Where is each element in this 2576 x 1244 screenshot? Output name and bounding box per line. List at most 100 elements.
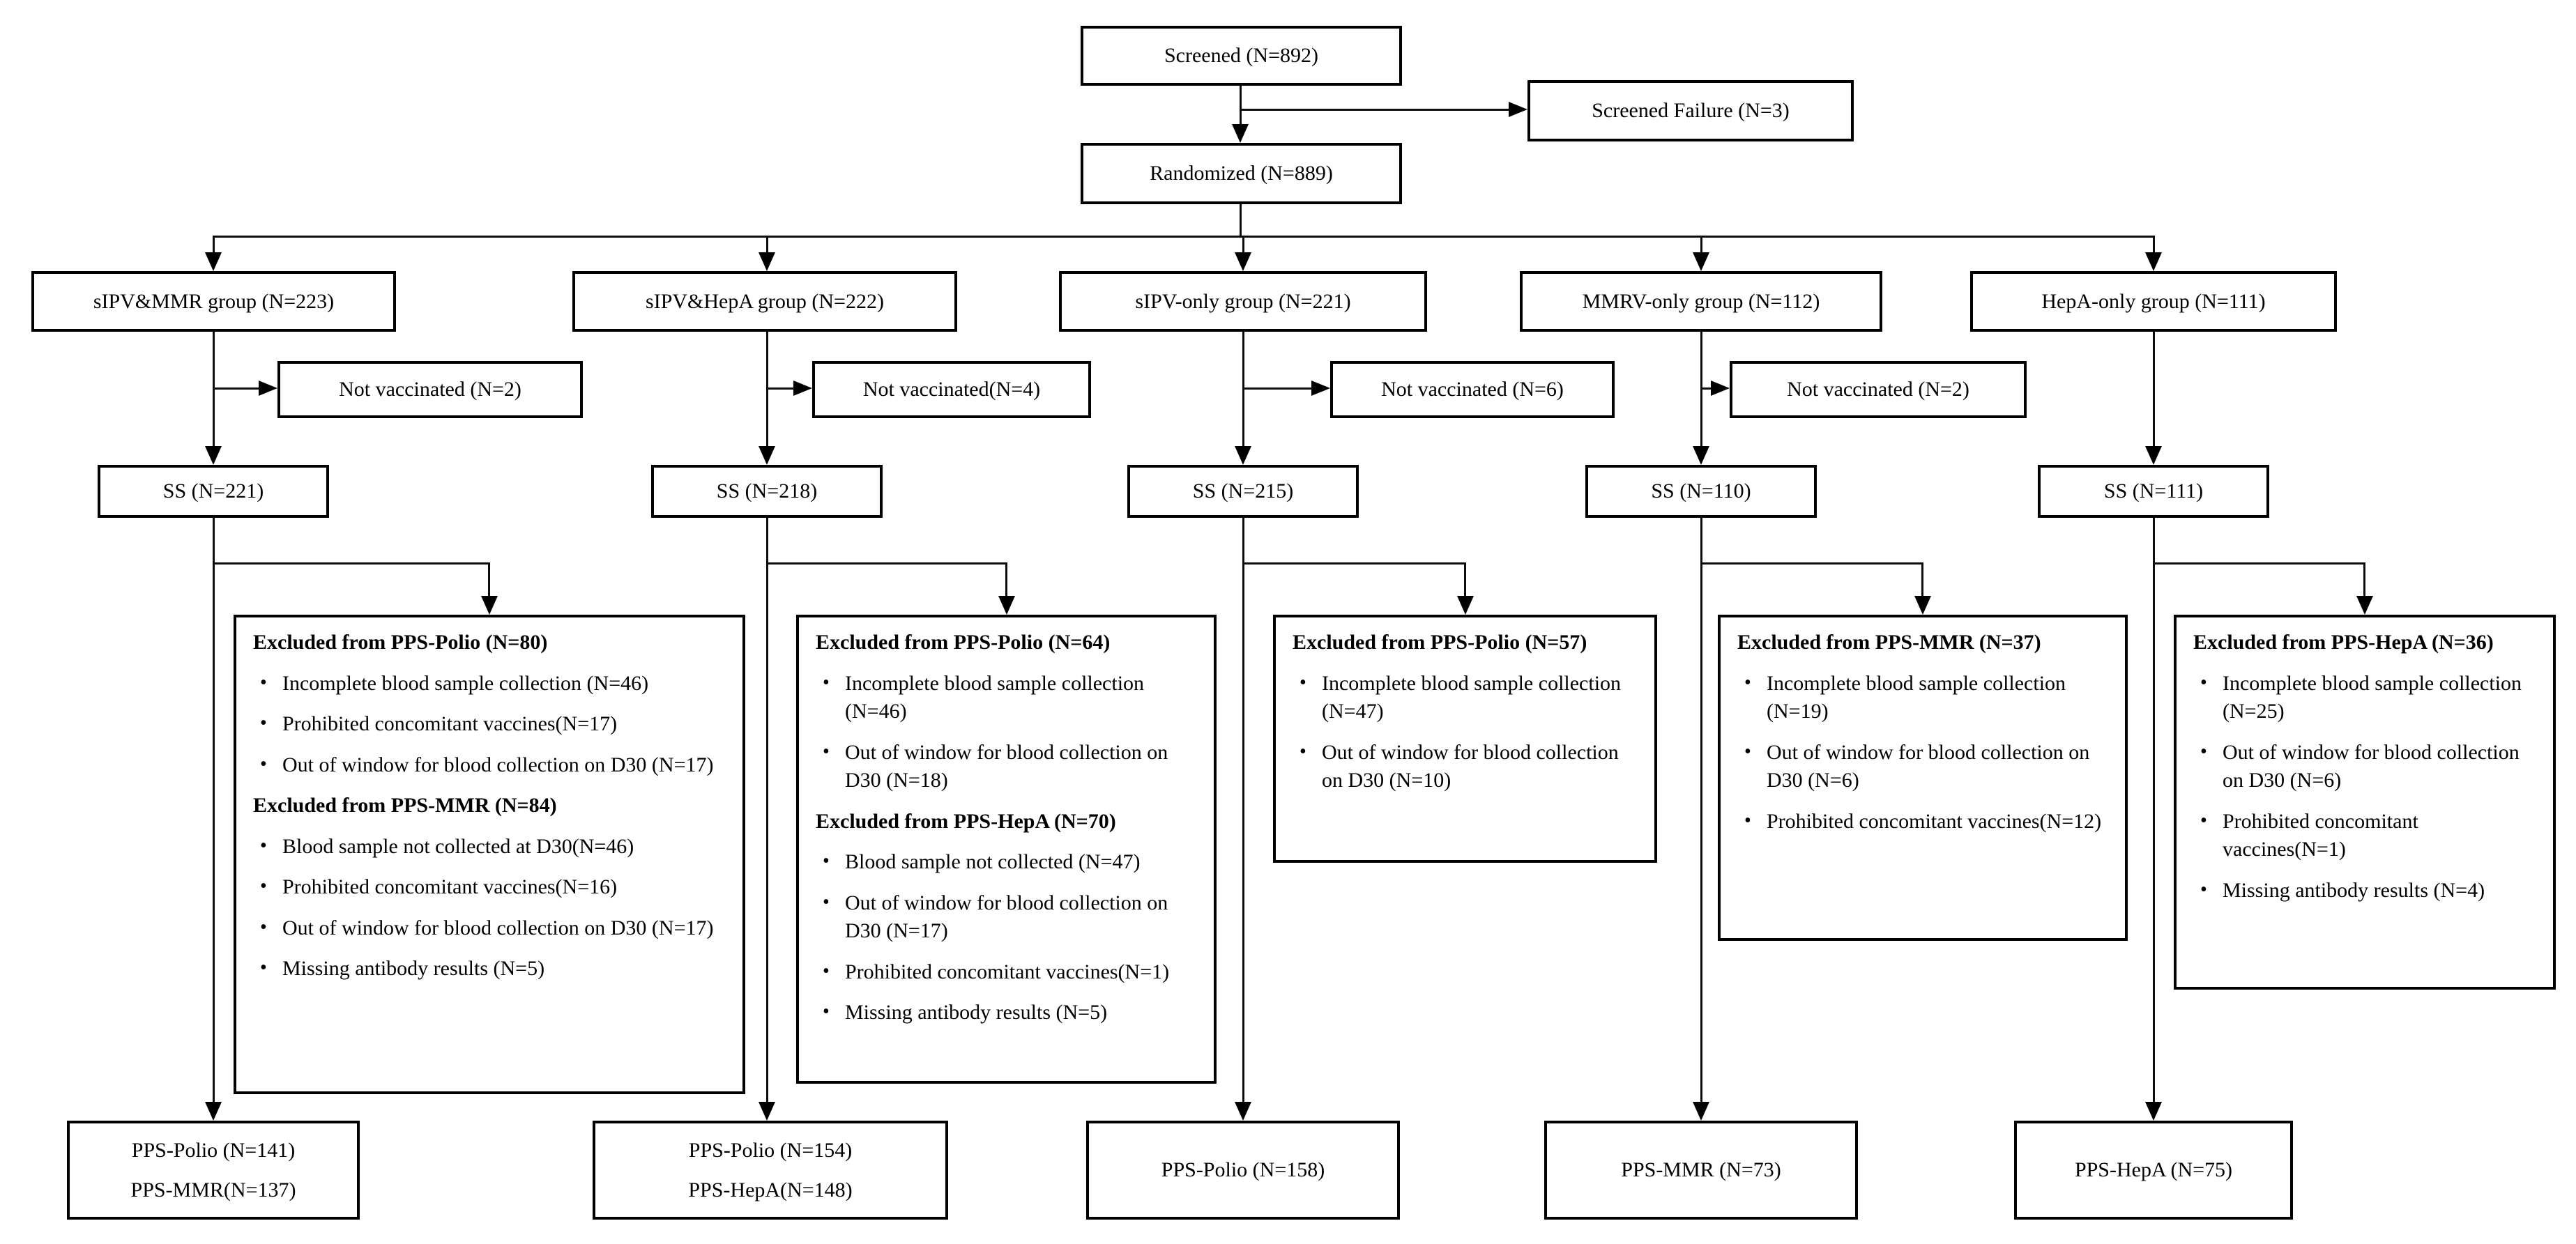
not-vaccinated-label: Not vaccinated (N=6): [1381, 378, 1564, 401]
excluded-heading: Excluded from PPS-Polio (N=80): [253, 631, 548, 654]
connector-group-ss-2: [766, 332, 768, 448]
excluded-list: Blood sample not collected (N=47) Out of…: [816, 848, 1200, 1027]
connector-excl-2v: [1005, 562, 1007, 598]
ss-box-4: SS (N=110): [1585, 465, 1817, 518]
connector-excl-4: [1701, 562, 1923, 565]
distributor-line: [213, 236, 2155, 238]
ss-label: SS (N=215): [1192, 479, 1294, 503]
excluded-heading: Excluded from PPS-HepA (N=70): [816, 809, 1116, 833]
group-box-hepa-only: HepA-only group (N=111): [1970, 271, 2337, 332]
excluded-item: Prohibited concomitant vaccines(N=1): [816, 958, 1200, 987]
excluded-box-2: Excluded from PPS-Polio (N=64) Incomplet…: [796, 615, 1217, 1084]
group-label: MMRV-only group (N=112): [1582, 289, 1820, 313]
arrowhead-down-icon: [2356, 596, 2373, 615]
connector-to-group-1: [213, 236, 215, 254]
arrowhead-down-icon: [1235, 446, 1251, 465]
excluded-item: Out of window for blood collection on D3…: [1737, 739, 2111, 795]
excluded-item: Out of window for blood collection on D3…: [253, 751, 729, 780]
connector-notvacc-2: [767, 387, 793, 390]
excluded-item: Missing antibody results (N=5): [816, 999, 1200, 1027]
connector-excl-4v: [1921, 562, 1923, 598]
group-box-sipv-hepa: sIPV&HepA group (N=222): [572, 271, 957, 332]
connector-screened-failure: [1240, 109, 1510, 111]
excluded-item: Incomplete blood sample collection (N=25…: [2193, 670, 2539, 726]
excluded-item: Out of window for blood collection on D3…: [816, 739, 1200, 795]
group-label: HepA-only group (N=111): [2041, 289, 2266, 313]
randomized-box: Randomized (N=889): [1081, 143, 1402, 204]
excluded-item: Out of window for blood collection on D3…: [2193, 739, 2539, 795]
arrowhead-down-icon: [1693, 252, 1709, 271]
connector-ss-final-2: [766, 518, 768, 1103]
final-box-5: PPS-HepA (N=75): [2014, 1121, 2293, 1220]
connector-ss-final-4: [1700, 518, 1702, 1103]
excluded-item: Out of window for blood collection on D3…: [253, 914, 729, 943]
excluded-item: Incomplete blood sample collection (N=46…: [253, 670, 729, 698]
final-label: PPS-HepA(N=148): [688, 1178, 853, 1201]
connector-notvacc-1: [213, 387, 259, 390]
group-box-mmrv-only: MMRV-only group (N=112): [1520, 271, 1882, 332]
excluded-item: Prohibited concomitant vaccines(N=17): [253, 710, 729, 739]
excluded-item: Prohibited concomitant vaccines(N=12): [1737, 808, 2111, 836]
connector-to-group-5: [2153, 236, 2155, 254]
connector-to-group-3: [1242, 236, 1244, 254]
connector-notvacc-3: [1243, 387, 1311, 390]
excluded-heading: Excluded from PPS-Polio (N=64): [816, 631, 1111, 654]
group-label: sIPV&HepA group (N=222): [646, 289, 884, 313]
arrowhead-right-icon: [1509, 102, 1527, 117]
excluded-list: Incomplete blood sample collection (N=47…: [1293, 670, 1640, 795]
not-vaccinated-label: Not vaccinated(N=4): [862, 378, 1041, 401]
excluded-list: Blood sample not collected at D30(N=46) …: [253, 833, 729, 983]
connector-notvacc-4: [1701, 387, 1711, 390]
connector-group-ss-5: [2153, 332, 2155, 448]
arrowhead-down-icon: [481, 596, 498, 615]
arrowhead-down-icon: [1232, 124, 1249, 143]
not-vaccinated-label: Not vaccinated (N=2): [1787, 378, 1969, 401]
excluded-list: Incomplete blood sample collection (N=25…: [2193, 670, 2539, 905]
connector-group-ss-3: [1242, 332, 1244, 448]
excluded-list: Incomplete blood sample collection (N=46…: [816, 670, 1200, 795]
final-box-3: PPS-Polio (N=158): [1086, 1121, 1400, 1220]
final-label: PPS-Polio (N=141): [131, 1138, 296, 1162]
excluded-box-3: Excluded from PPS-Polio (N=57) Incomplet…: [1273, 615, 1657, 863]
ss-box-2: SS (N=218): [651, 465, 883, 518]
group-label: sIPV-only group (N=221): [1135, 289, 1351, 313]
excluded-item: Blood sample not collected (N=47): [816, 848, 1200, 877]
arrowhead-down-icon: [1914, 596, 1931, 615]
final-label: PPS-Polio (N=154): [688, 1138, 853, 1162]
not-vaccinated-box-4: Not vaccinated (N=2): [1730, 361, 2027, 418]
group-label: sIPV&MMR group (N=223): [93, 289, 335, 313]
screened-box: Screened (N=892): [1081, 26, 1402, 86]
not-vaccinated-label: Not vaccinated (N=2): [339, 378, 521, 401]
ss-box-1: SS (N=221): [98, 465, 329, 518]
arrowhead-down-icon: [205, 446, 222, 465]
arrowhead-right-icon: [1711, 381, 1730, 396]
connector-ss-final-3: [1242, 518, 1244, 1103]
connector-randomized-distributor: [1240, 204, 1242, 238]
connector-excl-3v: [1464, 562, 1466, 598]
excluded-heading: Excluded from PPS-Polio (N=57): [1293, 629, 1640, 657]
connector-excl-5v: [2363, 562, 2365, 598]
excluded-item: Blood sample not collected at D30(N=46): [253, 833, 729, 861]
ss-label: SS (N=111): [2103, 479, 2204, 503]
screened-failure-label: Screened Failure (N=3): [1592, 99, 1790, 123]
final-box-2: PPS-Polio (N=154) PPS-HepA(N=148): [593, 1121, 948, 1220]
randomized-label: Randomized (N=889): [1150, 162, 1333, 185]
ss-label: SS (N=110): [1651, 479, 1751, 503]
final-box-1: PPS-Polio (N=141) PPS-MMR(N=137): [67, 1121, 360, 1220]
ss-box-5: SS (N=111): [2038, 465, 2269, 518]
arrowhead-down-icon: [1235, 252, 1251, 271]
screened-failure-box: Screened Failure (N=3): [1527, 80, 1854, 141]
screened-label: Screened (N=892): [1164, 44, 1318, 68]
arrowhead-down-icon: [205, 1102, 222, 1121]
arrowhead-down-icon: [2145, 446, 2162, 465]
connector-excl-2: [767, 562, 1007, 565]
not-vaccinated-box-1: Not vaccinated (N=2): [277, 361, 583, 418]
connector-excl-1: [213, 562, 489, 565]
ss-label: SS (N=221): [162, 479, 264, 503]
arrowhead-down-icon: [205, 252, 222, 271]
arrowhead-down-icon: [759, 252, 775, 271]
arrowhead-down-icon: [998, 596, 1015, 615]
ss-box-3: SS (N=215): [1127, 465, 1359, 518]
arrowhead-down-icon: [759, 1102, 775, 1121]
